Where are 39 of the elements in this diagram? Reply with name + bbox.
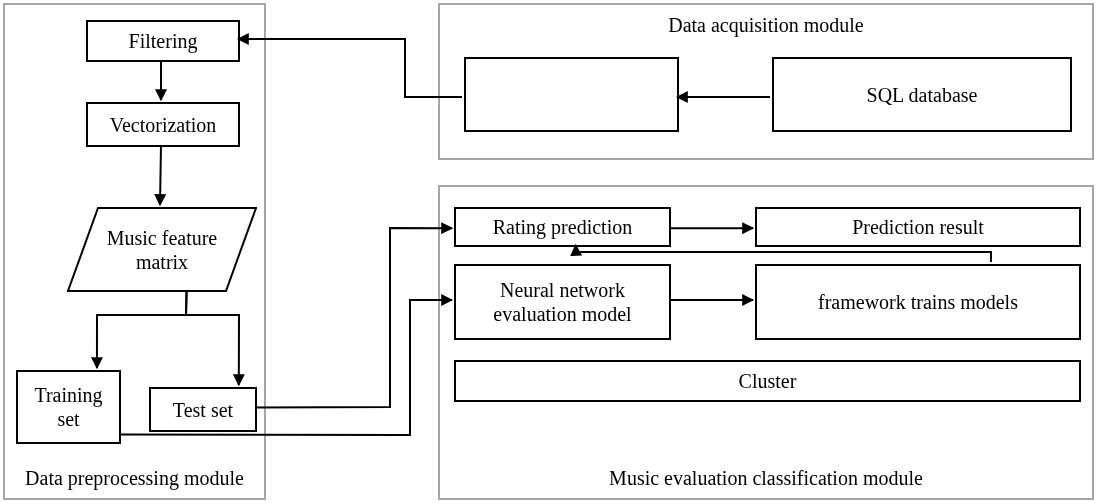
data-parallelogram bbox=[67, 207, 257, 292]
node-label: Data acquisition module bbox=[668, 13, 864, 37]
process-box bbox=[16, 370, 121, 444]
module-panel bbox=[438, 3, 1094, 160]
process-box bbox=[772, 57, 1072, 132]
process-box bbox=[464, 57, 679, 132]
node-label: Music evaluation classification module bbox=[609, 466, 923, 490]
arrow bbox=[118, 294, 454, 436]
node-label: SQL database bbox=[866, 82, 978, 107]
process-box bbox=[454, 264, 671, 340]
process-box bbox=[755, 207, 1081, 247]
module-panel bbox=[3, 3, 266, 500]
module-panel bbox=[438, 185, 1094, 500]
node-label: Rating prediction bbox=[492, 215, 633, 239]
arrow bbox=[254, 222, 454, 409]
process-box bbox=[454, 207, 671, 247]
node-label: Filtering bbox=[128, 29, 198, 53]
process-box bbox=[454, 360, 1081, 402]
node-label: Training set bbox=[33, 383, 104, 431]
node-label: Data preprocessing module bbox=[25, 466, 244, 490]
arrow bbox=[184, 289, 245, 387]
arrow bbox=[154, 144, 167, 207]
arrow bbox=[675, 91, 771, 103]
arrow bbox=[668, 222, 755, 235]
arrow bbox=[668, 294, 755, 306]
process-box bbox=[149, 387, 257, 432]
node-label: Neural network evaluation model bbox=[492, 278, 633, 326]
node-label: framework trains models bbox=[818, 290, 1018, 314]
arrow bbox=[236, 33, 463, 98]
node-label: Cluster bbox=[738, 369, 797, 393]
arrow bbox=[155, 59, 167, 102]
node-label: Music feature matrix bbox=[106, 226, 218, 273]
process-box bbox=[86, 20, 240, 62]
node-label: Test set bbox=[172, 397, 234, 422]
process-box bbox=[86, 102, 240, 147]
process-box bbox=[755, 264, 1081, 340]
node-label: Prediction result bbox=[852, 215, 984, 239]
arrow bbox=[570, 243, 992, 263]
node-label: Vectorization bbox=[109, 112, 217, 137]
